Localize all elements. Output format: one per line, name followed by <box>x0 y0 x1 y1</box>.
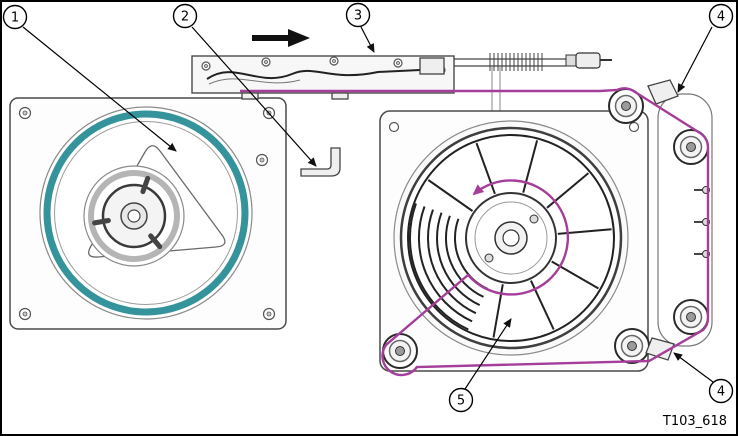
guide-roller-bottom-left <box>382 333 418 369</box>
callout-2-number: 2 <box>181 10 189 25</box>
guide-roller-top <box>608 88 644 124</box>
threader-foot <box>241 92 259 100</box>
guide-roller-bottom <box>614 328 650 364</box>
callout-2-bubble <box>172 3 198 29</box>
callout-2-leader <box>191 26 317 167</box>
tape-path <box>240 87 710 377</box>
callout-3: 3 <box>345 2 375 53</box>
cable-end-fitting <box>575 52 601 69</box>
hub-bolt <box>484 253 494 263</box>
tape-pack-ring <box>43 110 249 316</box>
threader-assembly <box>191 29 612 177</box>
callout-1-leader <box>22 26 177 152</box>
callout-4-bottom-bubble <box>708 378 734 404</box>
reel-flange-triangle <box>88 145 226 258</box>
threader-foot <box>331 92 349 100</box>
callout-4-top: 4 <box>677 3 734 93</box>
callout-4-top-bubble <box>708 3 734 29</box>
coil-spring <box>489 53 543 71</box>
reel-hub <box>83 165 185 267</box>
callout-4-bottom-number: 4 <box>717 385 725 400</box>
callout-2: 2 <box>172 3 317 167</box>
callout-5-bubble <box>448 387 474 413</box>
cable-ferrule <box>565 54 577 67</box>
guide-roller-upper-right <box>673 129 709 165</box>
threader-cable <box>206 69 421 80</box>
tape-guide-top <box>647 79 679 105</box>
callout-3-number: 3 <box>354 9 362 24</box>
callout-1-bubble <box>2 4 28 30</box>
fan-drive-assembly <box>379 79 713 372</box>
threader-cable-shadow <box>208 78 301 85</box>
plate-screw <box>628 121 640 133</box>
callout-4-top-leader <box>677 26 713 93</box>
tape-guide-bottom <box>645 337 675 361</box>
hub-bolt <box>529 214 539 224</box>
callout-3-leader <box>360 26 375 53</box>
direction-arrow-icon <box>252 29 310 47</box>
callout-4-top-number: 4 <box>717 10 725 25</box>
left-reel-assembly <box>9 97 287 330</box>
callout-5-number: 5 <box>457 394 465 409</box>
fan-hub <box>465 192 557 284</box>
threader-block <box>419 57 445 75</box>
figure-id-label: T103_618 <box>662 414 727 429</box>
callout-4-bottom-leader <box>673 352 714 383</box>
threader-hook <box>300 147 341 177</box>
callout-1: 1 <box>2 4 177 152</box>
callout-5: 5 <box>448 318 512 413</box>
callout-3-bubble <box>345 2 371 28</box>
reel-inner-rim <box>54 121 238 305</box>
callout-4-bottom: 4 <box>673 352 734 404</box>
threader-plate <box>191 55 455 94</box>
plate-screw <box>388 121 400 133</box>
callout-5-leader <box>464 318 512 390</box>
callout-1-number: 1 <box>11 11 19 26</box>
